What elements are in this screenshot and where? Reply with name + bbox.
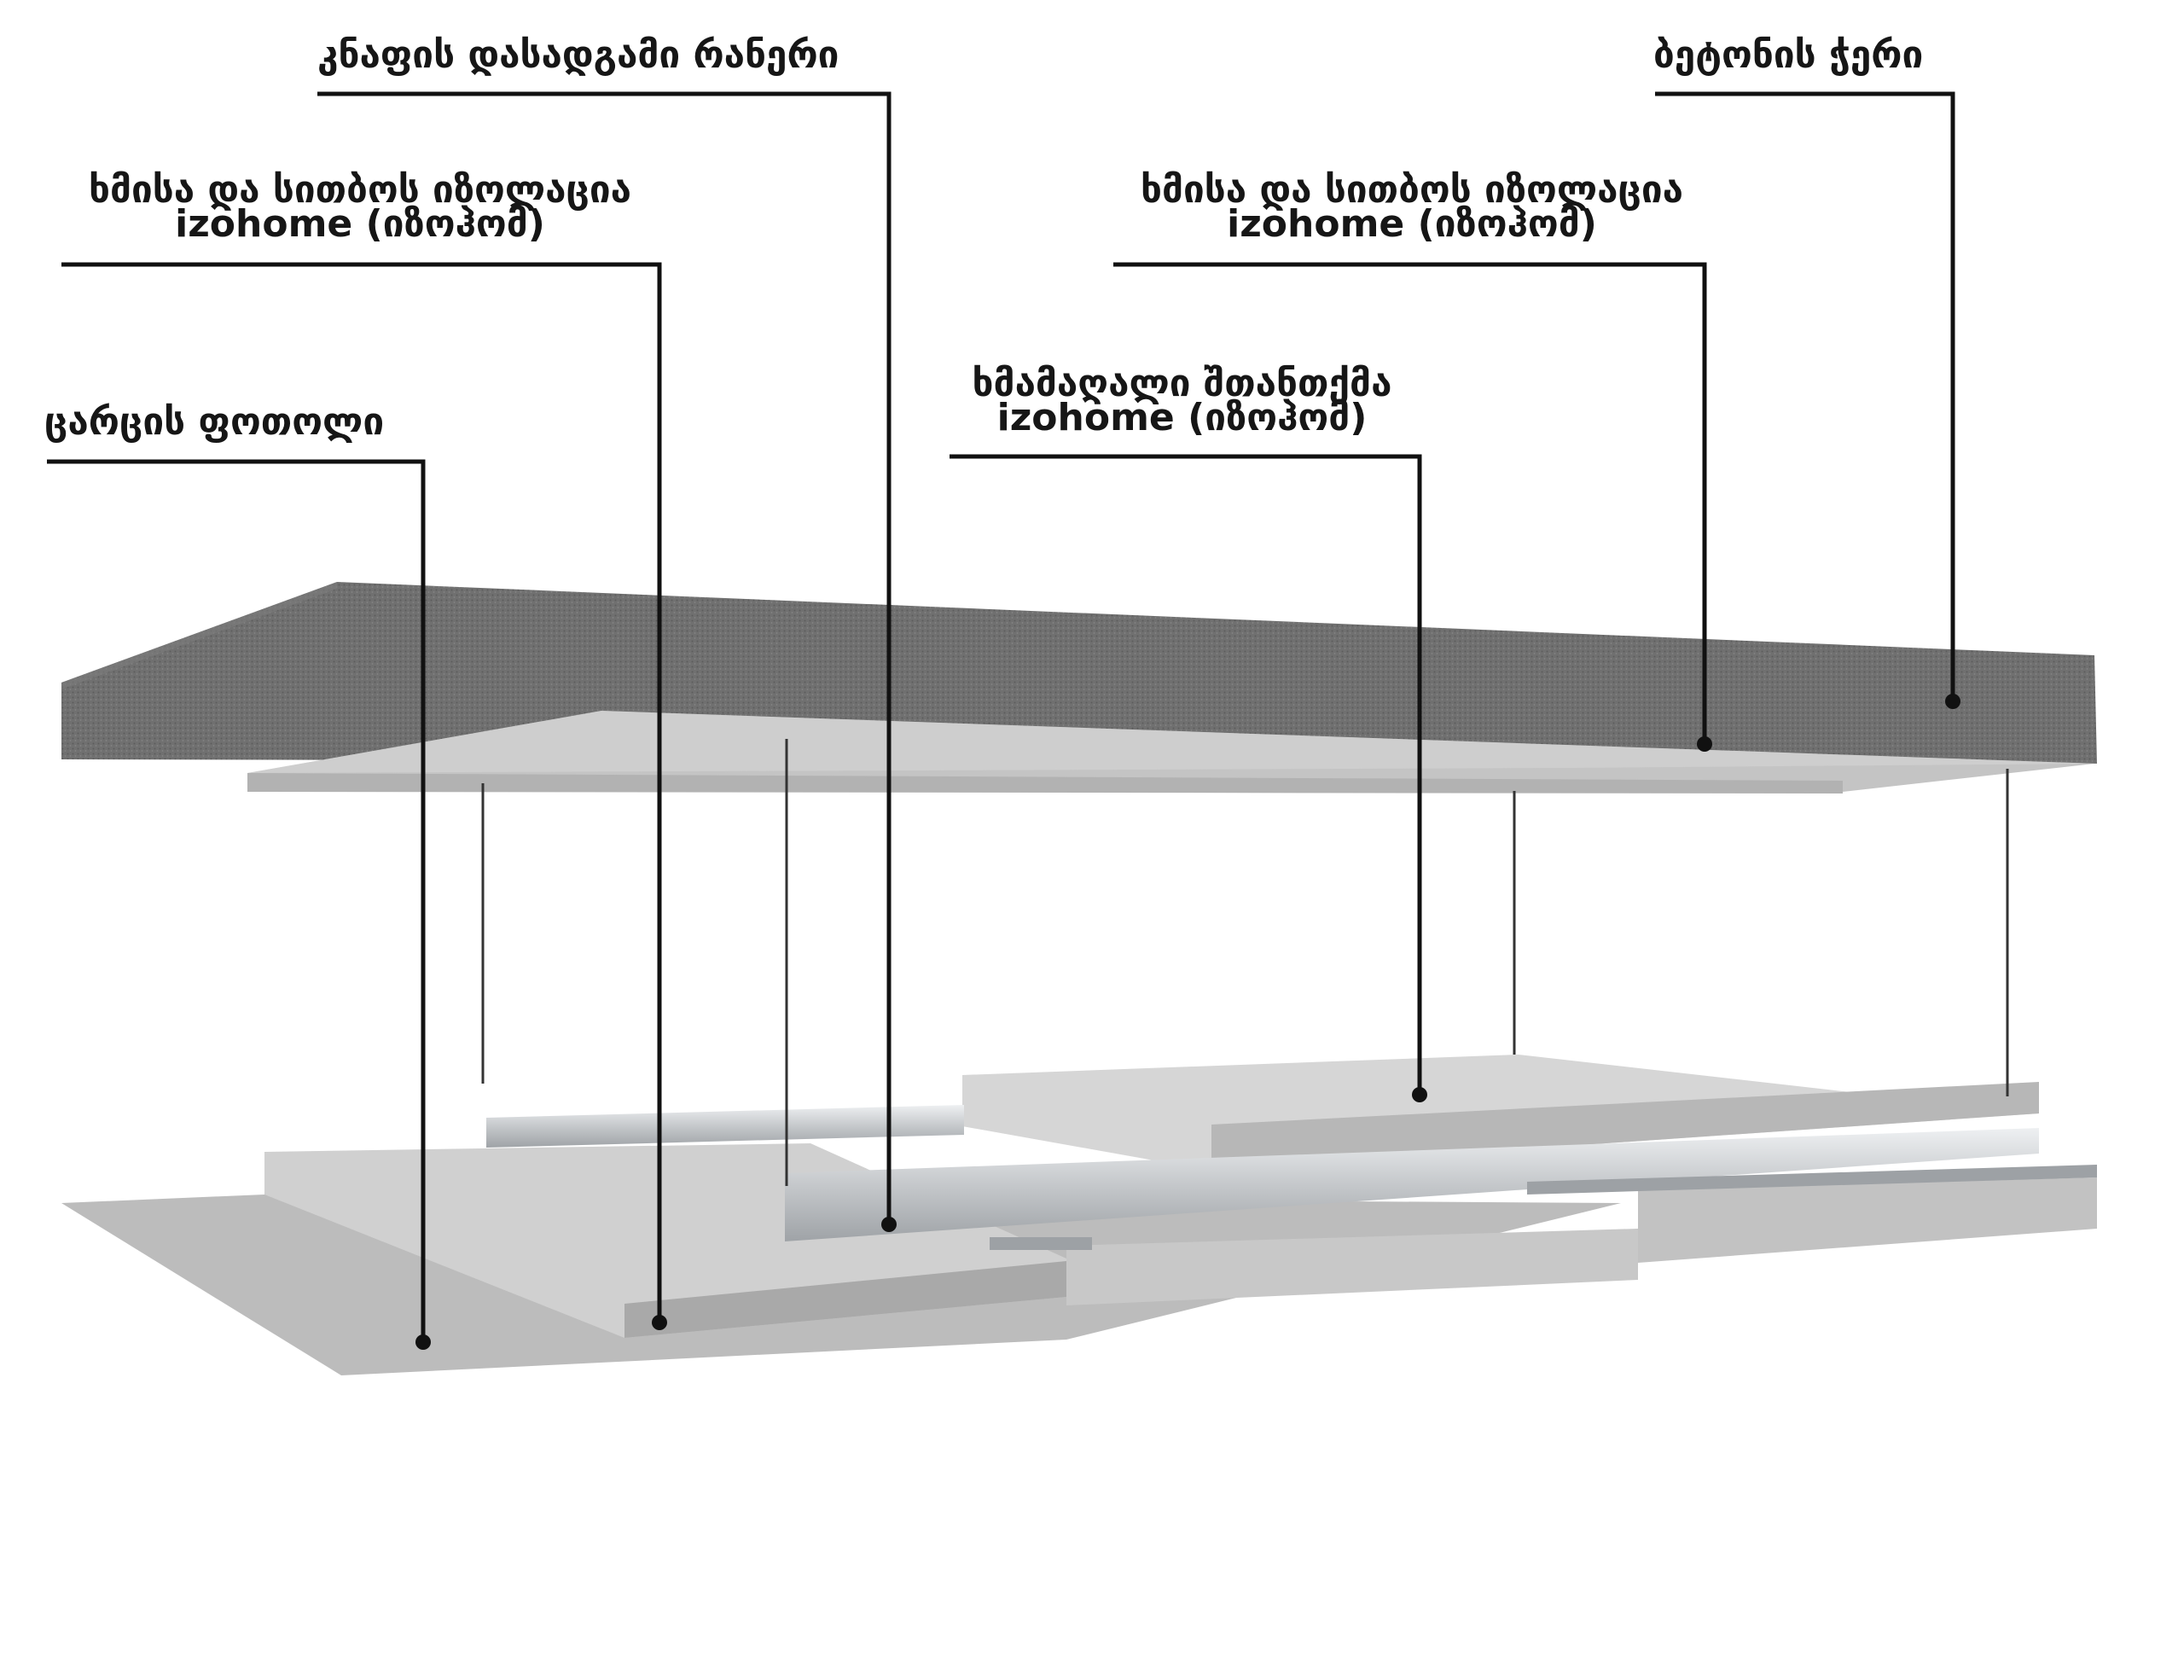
leader-insulation-left xyxy=(61,262,662,1322)
metal-runners xyxy=(486,1105,2097,1250)
absorber-panel xyxy=(962,1055,2039,1171)
leader-runner xyxy=(317,91,892,1218)
label-insulation-right: ხმისა და სითბოს იზოლაცია izohome (იზოჰომ… xyxy=(1113,168,1711,246)
leader-film xyxy=(47,459,426,1342)
label-runner: კნაფის დასადგამი რანერი xyxy=(317,33,839,77)
leader-concrete xyxy=(1655,91,1955,701)
label-concrete: ბეტონის ჭერი xyxy=(1653,33,1924,77)
label-insulation-left: ხმისა და სითბოს იზოლაცია izohome (იზოჰომ… xyxy=(61,168,659,246)
label-soundproof-line2: izohome (იზოჰომ) xyxy=(996,396,1368,439)
label-insulation-left-line1: ხმისა და სითბოს იზოლაცია xyxy=(88,168,632,212)
hanger-rods xyxy=(481,739,2009,1186)
leader-lines xyxy=(47,91,1955,1342)
label-insulation-left-line2: izohome (იზოჰომ) xyxy=(175,202,545,246)
label-soundproof: ხმამაღალი შთანთქმა izohome (იზოჰომ) xyxy=(950,362,1414,439)
dot-insulation-right xyxy=(1697,736,1712,752)
label-insulation-right-line1: ხმისა და სითბოს იზოლაცია xyxy=(1140,168,1684,212)
leader-soundproof xyxy=(950,454,1422,1095)
dot-film xyxy=(415,1334,431,1350)
dot-concrete xyxy=(1945,694,1960,709)
leader-dots xyxy=(415,694,1960,1350)
insulation-layer-upper xyxy=(247,711,2097,793)
dot-insulation-left xyxy=(652,1315,667,1330)
label-insulation-right-line2: izohome (იზოჰომ) xyxy=(1227,202,1597,246)
dot-runner xyxy=(881,1217,897,1232)
leader-insulation-right xyxy=(1113,262,1707,744)
dot-soundproof xyxy=(1412,1087,1427,1102)
label-film: ცარცის ფოთოლი xyxy=(44,400,385,444)
label-soundproof-line1: ხმამაღალი შთანთქმა xyxy=(972,362,1392,405)
